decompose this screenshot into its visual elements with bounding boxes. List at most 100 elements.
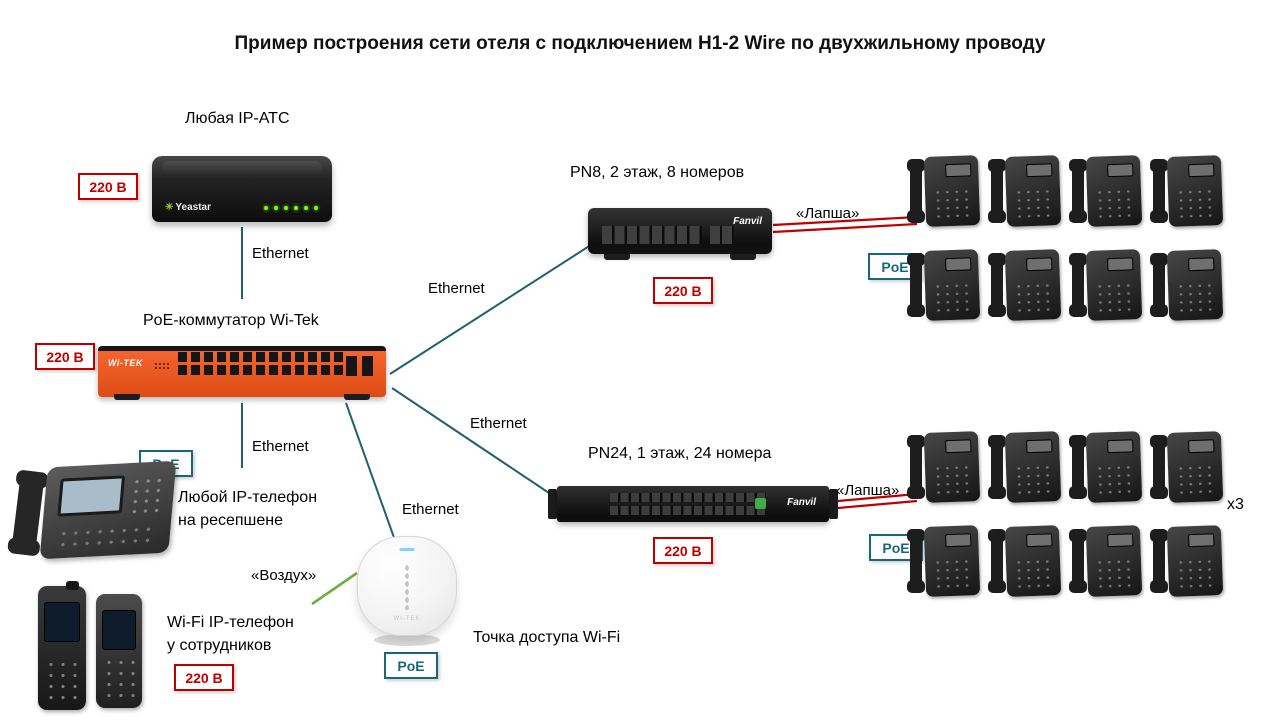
hotel-ip-phone (1150, 520, 1225, 608)
phone-keypad (1175, 281, 1215, 313)
phone-keypad (932, 557, 972, 589)
ap-poe-badge: PoE (384, 652, 438, 679)
ethernet-line-switch-pn8 (389, 242, 595, 375)
phone-handset (907, 159, 925, 223)
wifi-handset-1-screen (44, 602, 80, 642)
wifi-phone-caption: Wi-Fi IP-телефон у сотрудников (167, 611, 294, 657)
phone-handset (1150, 159, 1168, 223)
phone-body (1004, 249, 1062, 321)
hotel-ip-phone (988, 426, 1063, 514)
phone-body (923, 525, 981, 597)
phone-handset (988, 253, 1006, 317)
phone-body (1166, 431, 1224, 503)
switch-feet (114, 394, 370, 400)
phone-keypad (932, 281, 972, 313)
pn8-power-badge: 220 В (653, 277, 713, 304)
pn24-uplink-port (755, 498, 766, 509)
phone-screen (1026, 439, 1053, 454)
switch-sfp-ports (346, 356, 374, 376)
hotel-ip-phone (1069, 150, 1144, 238)
pn24-caption: PN24, 1 этаж, 24 номера (588, 445, 772, 462)
ap-disc: WI-TEK (357, 536, 457, 636)
ap-led (399, 548, 415, 551)
phone-handset (988, 435, 1006, 499)
hotel-ip-phone (907, 150, 982, 238)
phone-keypad (1013, 281, 1053, 313)
phone-handset (907, 529, 925, 593)
wifi-handsets (38, 581, 162, 714)
phone-screen (1026, 257, 1053, 272)
phone-screen (1107, 257, 1134, 272)
hotel-ip-phone (1069, 244, 1144, 332)
hotel-ip-phone (907, 426, 982, 514)
pn8-caption: PN8, 2 этаж, 8 номеров (570, 164, 745, 181)
hotel-ip-phone (988, 244, 1063, 332)
phone-keypad (1094, 557, 1134, 589)
core-switch-device: Wi-TEK (98, 344, 386, 402)
phone-keypad (1013, 463, 1053, 495)
phone-handset (1069, 435, 1087, 499)
pn24-device: Fanvil (548, 486, 838, 530)
wifi-handset-2-keypad (103, 657, 135, 699)
multiplier-label: x3 (1227, 496, 1244, 513)
hotel-ip-phone (1150, 426, 1225, 514)
pn24-power-badge: 220 В (653, 537, 713, 564)
ethernet-line-switch-pn24 (391, 387, 559, 500)
pbx-led-row (264, 206, 318, 210)
reception-caption-line1: Любой IP-телефон (178, 489, 318, 506)
reception-caption-line2: на ресепшене (178, 512, 284, 529)
fanvil-brand-text-pn8: Fanvil (733, 216, 762, 227)
phone-screen (945, 163, 972, 178)
phone-screen (945, 533, 972, 548)
ethernet-label-pbx: Ethernet (252, 245, 309, 262)
phone-keypad (1094, 463, 1134, 495)
reception-phone-body (39, 460, 177, 560)
pn24-rack-ear-left (548, 489, 557, 519)
pn8-feet (604, 254, 756, 260)
phone-screen (1107, 439, 1134, 454)
phone-screen (1188, 533, 1215, 548)
pn8-device: Fanvil (588, 208, 772, 264)
air-label: «Воздух» (251, 567, 317, 584)
phone-body (923, 431, 981, 503)
ethernet-label-pn8: Ethernet (428, 280, 485, 297)
phone-handset (1069, 159, 1087, 223)
phone-body (923, 155, 981, 227)
pn24-rack-ear-right (829, 489, 838, 519)
wifi-power-badge: 220 В (174, 664, 234, 691)
wifi-caption-line2: у сотрудников (167, 637, 272, 654)
lapsha-label-pn24: «Лапша» (836, 482, 900, 499)
ethernet-label-reception: Ethernet (252, 438, 309, 455)
phone-screen (1026, 163, 1053, 178)
core-switch-caption: PoE-коммутатор Wi-Tek (143, 312, 319, 329)
switch-port-block (178, 352, 346, 380)
phone-handset (907, 253, 925, 317)
hotel-ip-phone (1069, 520, 1144, 608)
phone-handset (907, 435, 925, 499)
phone-screen (1188, 257, 1215, 272)
reception-caption: Любой IP-телефон на ресепшене (178, 486, 317, 532)
hotel-ip-phone (988, 520, 1063, 608)
pbx-power-badge: 220 В (78, 173, 138, 200)
reception-phone-handset (11, 474, 45, 552)
phone-screen (1188, 163, 1215, 178)
phone-body (1166, 525, 1224, 597)
phone-group-floor1 (907, 426, 1232, 614)
phone-handset (1150, 253, 1168, 317)
reception-ip-phone (11, 460, 178, 564)
reception-phone-softkeys (128, 475, 167, 517)
ap-vent-slot (404, 564, 410, 610)
phone-keypad (1094, 281, 1134, 313)
yeastar-star-icon: ✳ (165, 202, 174, 213)
diagram-title: Пример построения сети отеля с подключен… (234, 33, 1046, 54)
wifi-handset-2-screen (102, 610, 136, 650)
wifi-handset-1-keypad (45, 659, 79, 701)
hotel-ip-phone (907, 244, 982, 332)
ap-caption: Точка доступа Wi-Fi (473, 629, 621, 646)
switch-power-badge: 220 В (35, 343, 95, 370)
phone-screen (945, 257, 972, 272)
reception-phone-keypad (56, 523, 155, 551)
phone-keypad (1094, 187, 1134, 219)
phone-body (1166, 249, 1224, 321)
